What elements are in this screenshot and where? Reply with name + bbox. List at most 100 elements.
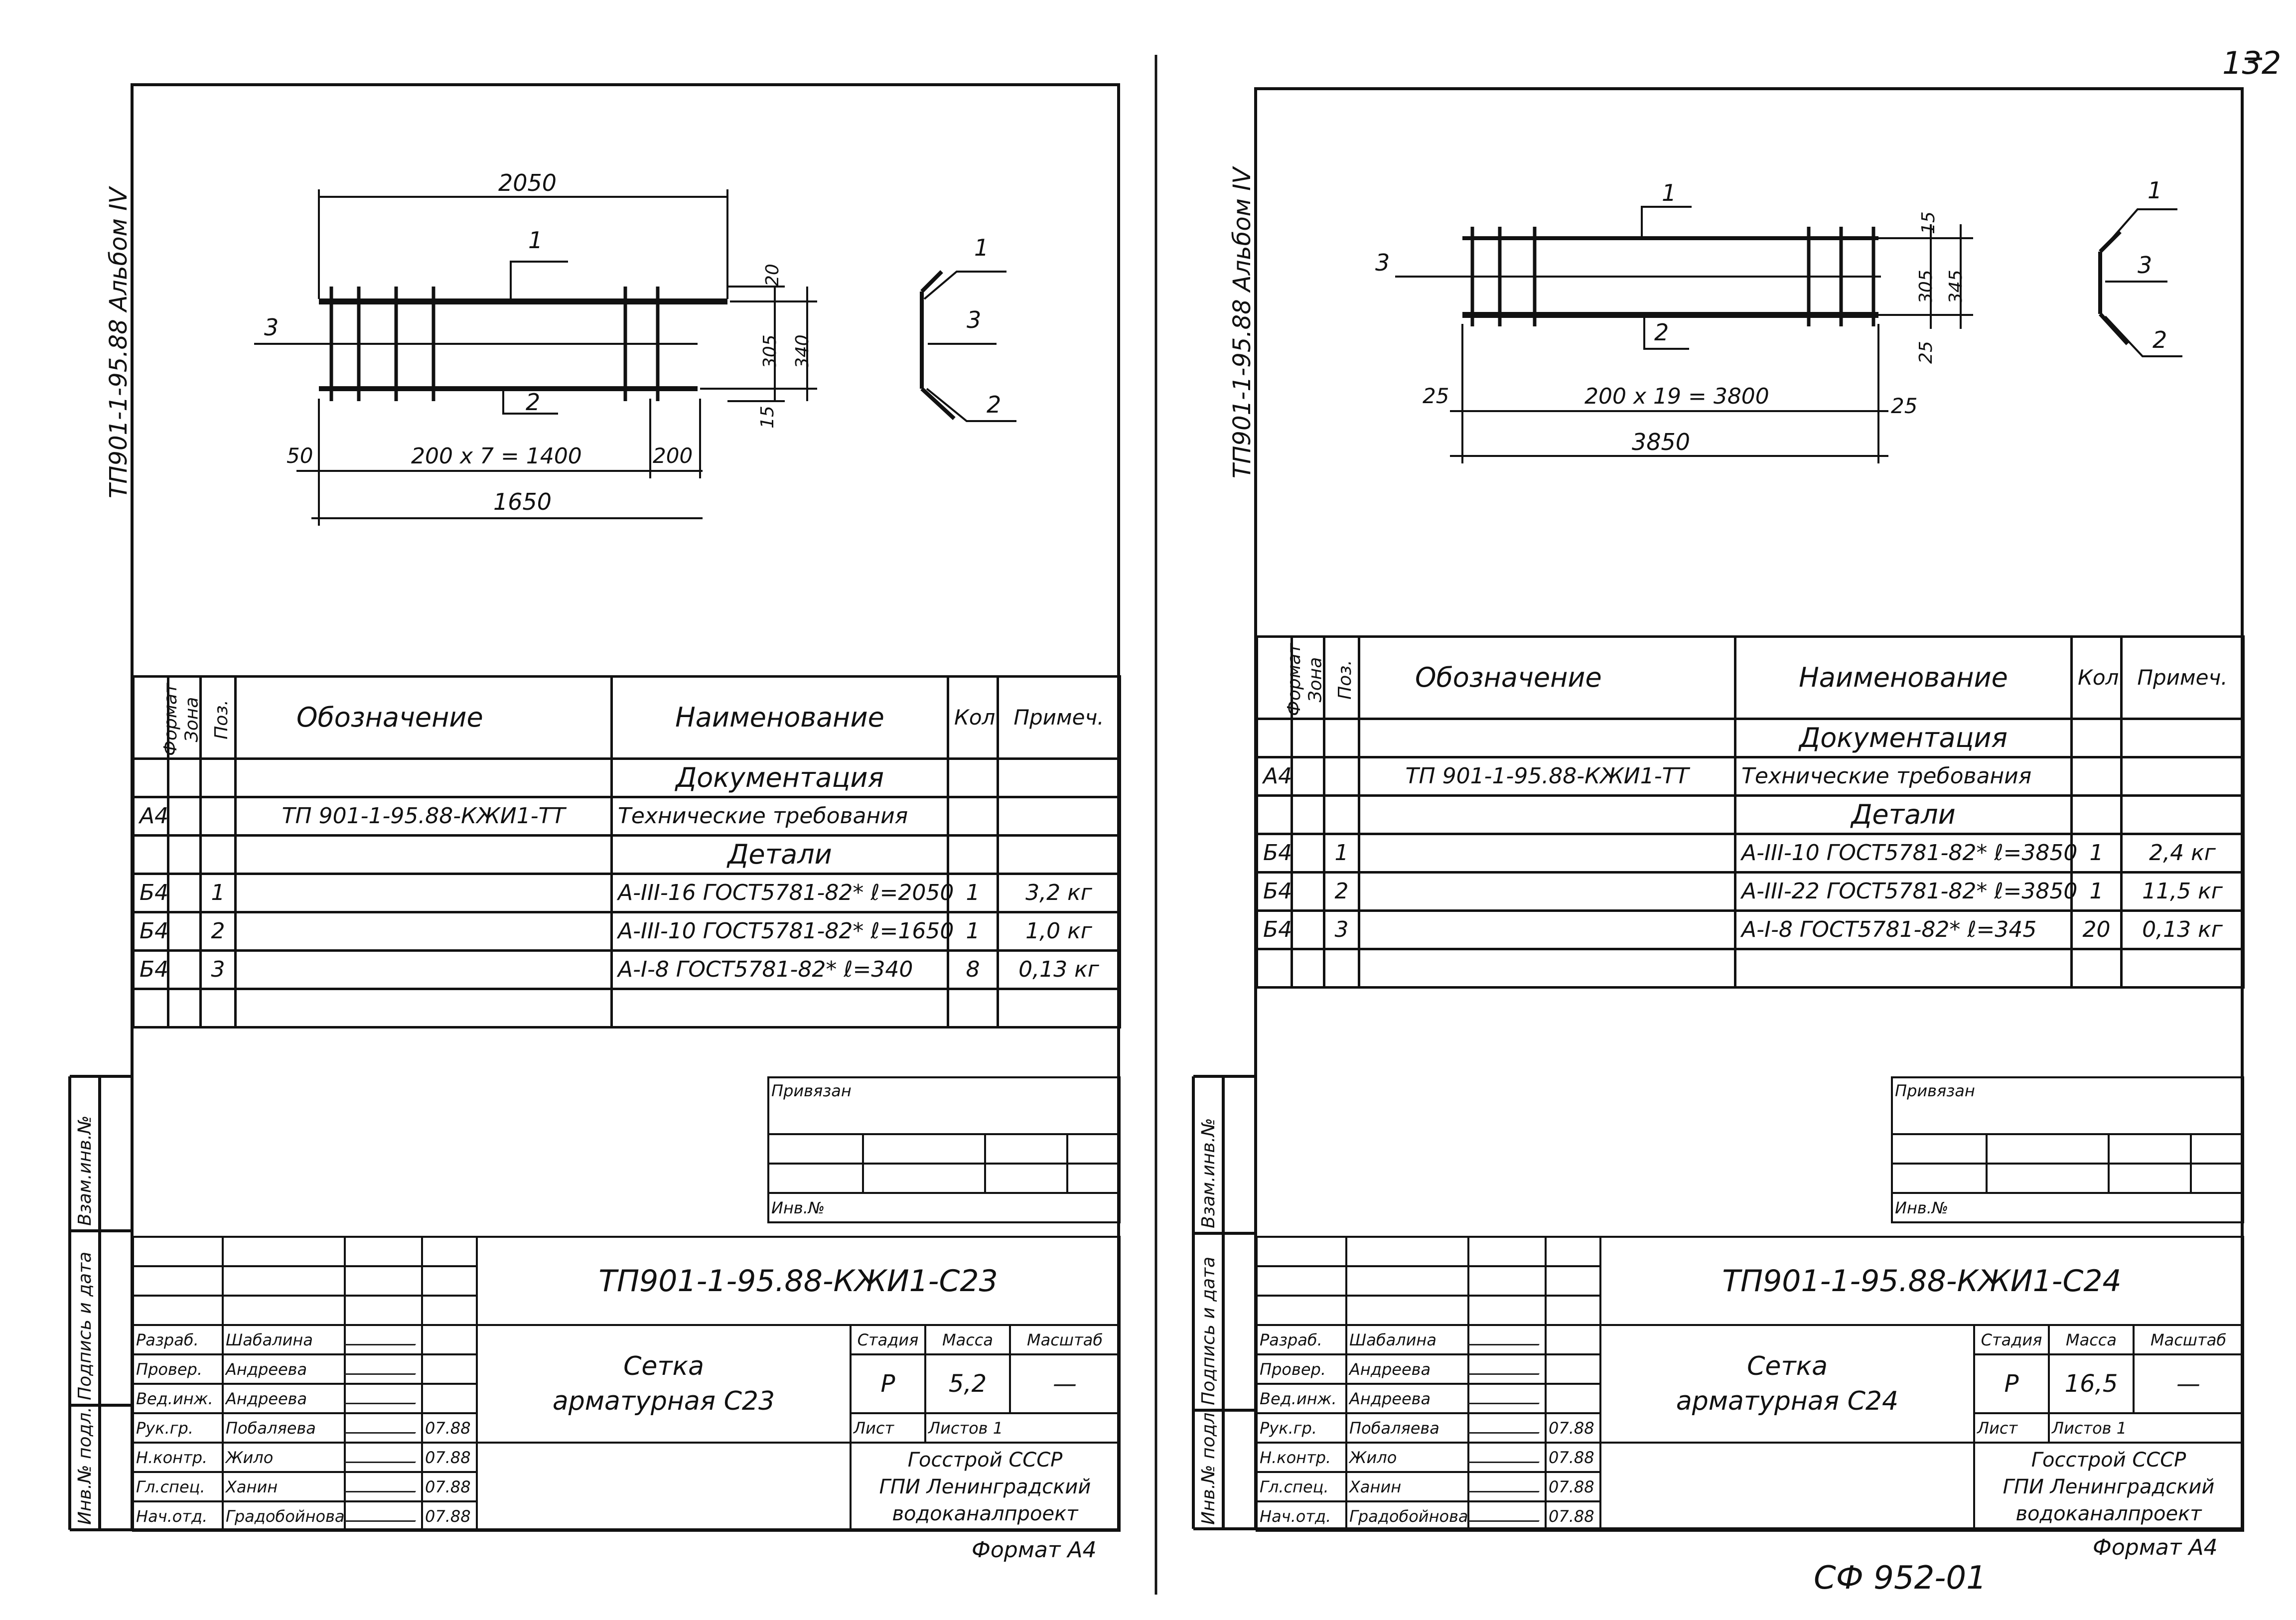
dim-pitch: 200 x 7 = 1400 — [411, 443, 582, 469]
dim-pitch: 200 x 19 = 3800 — [1584, 384, 1769, 409]
dim-200: 200 — [653, 443, 693, 468]
header-pos: Поз. — [1334, 659, 1355, 700]
mark-3: 3 — [264, 314, 279, 341]
inv-label: Инв.№ — [767, 1192, 1121, 1223]
footer-code: СФ 952-01 — [1814, 1560, 1987, 1597]
spec-table-c24: Формат Зона Поз. Обозначение Наименовани… — [1256, 635, 2245, 989]
stage-value: Р — [1973, 1353, 2050, 1414]
title-line-1: Сетка — [623, 1351, 704, 1381]
sheets-label: Листов 1 — [2047, 1412, 2245, 1444]
binding-block-c24: Привязан Инв.№ — [1890, 1076, 2245, 1223]
header-qty: Кол. — [2070, 635, 2126, 720]
header-note: Примеч. — [2120, 635, 2245, 720]
dim-340: 340 — [792, 334, 813, 369]
sheet-label: Лист — [1973, 1412, 2050, 1444]
title-line-2: арматурная С24 — [1676, 1386, 1899, 1416]
title-line-2: арматурная С23 — [552, 1386, 775, 1416]
mass-value: 16,5 — [2048, 1353, 2135, 1414]
section-docs: Документация — [610, 757, 949, 798]
sheets-label: Листов 1 — [924, 1412, 1121, 1444]
stage-value: Р — [850, 1353, 926, 1414]
binding-block-c23: Привязан Инв.№ — [767, 1076, 1121, 1223]
header-qty: Кол. — [947, 675, 1002, 760]
header-name: Наименование — [1734, 635, 2073, 720]
dim-345: 345 — [1946, 270, 1966, 304]
header-designation: Обозначение — [1358, 635, 1736, 720]
dim-15: 15 — [757, 406, 778, 429]
format-label: Формат А4 — [2093, 1535, 2218, 1560]
title-block-c23: ТП901-1-95.88-КЖИ1-С23 Разраб.Шабалина С… — [132, 1236, 1121, 1532]
header-zone: Зона — [1305, 657, 1326, 702]
side-label-c: Инв.№ подл. — [1198, 1407, 1219, 1525]
header-designation: Обозначение — [234, 675, 613, 760]
side-label-c: Инв.№ подл. — [75, 1407, 95, 1525]
table-row: Вед.инж.Андреева — [1256, 1383, 2243, 1414]
side-label-b: Подпись и дата — [75, 1251, 95, 1400]
drawing-code: ТП901-1-95.88-КЖИ1-С23 — [475, 1236, 1121, 1326]
title-block-c24: ТП901-1-95.88-КЖИ1-С24 Разраб.Шабалина С… — [1256, 1236, 2245, 1532]
mark-2: 2 — [526, 389, 541, 416]
sheet-label: Лист — [850, 1412, 926, 1444]
section-docs: Документация — [1734, 718, 2073, 758]
dim-305: 305 — [1916, 270, 1936, 304]
section-mark-1: 1 — [974, 234, 989, 261]
dim-25-right: 25 — [1891, 394, 1918, 418]
mass-value: 5,2 — [924, 1353, 1011, 1414]
side-label-a: Взам.инв.№ — [75, 1115, 95, 1226]
section-parts: Детали — [610, 834, 949, 875]
section-parts: Детали — [1734, 794, 2073, 835]
dim-1650: 1650 — [493, 488, 552, 515]
header-name: Наименование — [610, 675, 949, 760]
inv-label: Инв.№ — [1890, 1192, 2245, 1223]
album-label: ТП901-1-95.88 Альбом IV — [1228, 167, 1256, 478]
scale-value: — — [1008, 1353, 1121, 1414]
dim-50: 50 — [287, 443, 313, 468]
mesh-c23-plan — [254, 189, 1016, 526]
bound-label: Привязан — [1890, 1076, 2245, 1135]
section-mark-2: 2 — [987, 391, 1002, 418]
spec-table-c23: Формат Зона Поз. Обозначение Наименовани… — [132, 675, 1121, 1029]
format-label: Формат А4 — [972, 1537, 1097, 1563]
table-row: Вед.инж.Андреева — [132, 1383, 1120, 1414]
drawing-code: ТП901-1-95.88-КЖИ1-С24 — [1599, 1236, 2245, 1326]
dim-25: 25 — [1916, 341, 1936, 364]
section-mark-1: 1 — [2148, 177, 2162, 204]
header-zone: Зона — [181, 697, 202, 742]
mark-1: 1 — [528, 227, 543, 254]
scale-value: — — [2132, 1353, 2245, 1414]
mark-1: 1 — [1662, 179, 1677, 206]
section-mark-3: 3 — [967, 306, 982, 333]
section-mark-3: 3 — [2138, 252, 2152, 279]
mesh-c24-plan — [1395, 206, 2182, 463]
dim-305: 305 — [760, 334, 780, 369]
album-label: ТП901-1-95.88 Альбом IV — [105, 187, 133, 498]
bound-label: Привязан — [767, 1076, 1121, 1135]
section-mark-2: 2 — [2152, 326, 2167, 353]
side-label-a: Взам.инв.№ — [1198, 1118, 1219, 1228]
dim-20: 20 — [762, 264, 783, 287]
header-pos: Поз. — [211, 699, 232, 739]
header-note: Примеч. — [997, 675, 1121, 760]
dim-25-left: 25 — [1423, 384, 1449, 408]
dim-3850: 3850 — [1632, 429, 1691, 455]
